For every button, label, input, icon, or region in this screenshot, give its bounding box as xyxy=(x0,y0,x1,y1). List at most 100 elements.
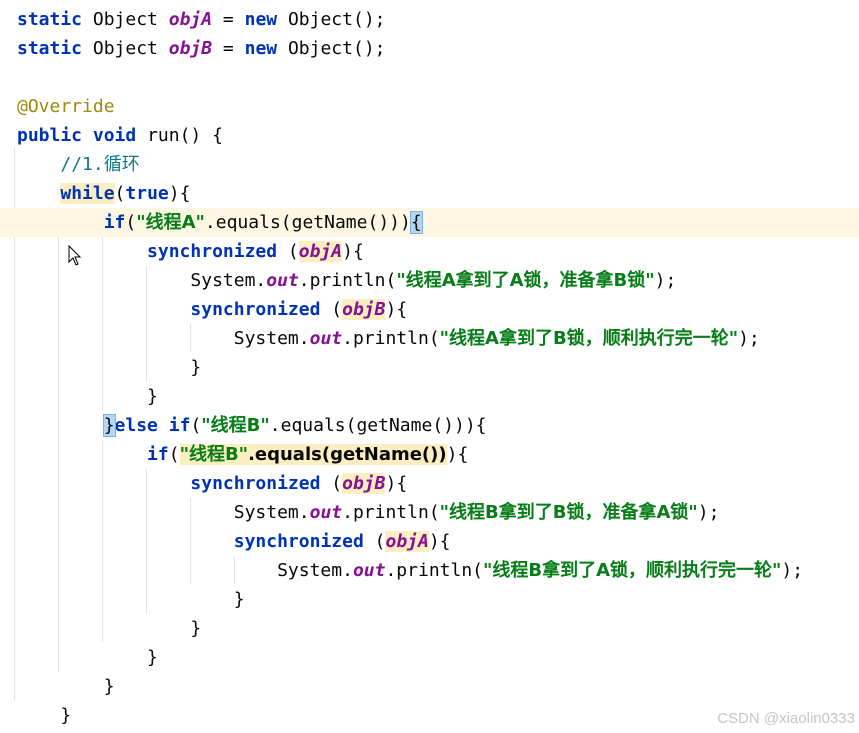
code-line[interactable]: static Object objA = new Object(); xyxy=(0,5,859,34)
indent-guide xyxy=(102,440,103,642)
mouse-pointer-icon xyxy=(68,245,82,266)
code-line[interactable]: while(true){ xyxy=(0,179,859,208)
code-text: } xyxy=(17,672,115,701)
code-text: System.out.println("线程A拿到了B锁，顺利执行完一轮"); xyxy=(17,324,760,353)
code-token-plain: .println( xyxy=(298,270,397,291)
code-line[interactable]: } xyxy=(0,585,859,614)
code-token-plain: ( xyxy=(190,415,202,436)
code-line[interactable]: synchronized (objB){ xyxy=(0,295,859,324)
code-token-plain xyxy=(17,183,60,204)
code-token-string: "线程B拿到了B锁，准备拿A锁" xyxy=(439,502,698,523)
code-text: static Object objB = new Object(); xyxy=(17,34,386,63)
code-token-plain: .println( xyxy=(342,502,440,523)
code-token-string: "线程A拿到了B锁，顺利执行完一轮" xyxy=(439,328,739,349)
string-literal: "线程B".equals(getName()) xyxy=(179,444,447,465)
code-token-plain: { xyxy=(409,211,423,234)
code-line[interactable]: static Object objB = new Object(); xyxy=(0,34,859,63)
code-token-kw: new xyxy=(244,9,278,30)
code-text: } xyxy=(17,382,158,411)
code-line[interactable]: } xyxy=(0,382,859,411)
code-token-comment-doc: //1. xyxy=(60,154,104,175)
code-token-plain xyxy=(17,212,104,233)
code-line[interactable]: synchronized (objA){ xyxy=(0,237,859,266)
code-token-static-field: out xyxy=(352,560,386,581)
code-token-kw: synchronized xyxy=(147,241,278,262)
code-token-kw: true xyxy=(125,183,169,204)
code-text: synchronized (objA){ xyxy=(17,527,451,556)
code-line[interactable]: } xyxy=(0,701,859,730)
code-token-plain: System. xyxy=(17,270,267,291)
code-token-kw: if xyxy=(147,444,169,465)
code-token-plain: ){ xyxy=(342,241,364,262)
code-token-plain xyxy=(17,154,60,175)
code-token-plain: } xyxy=(17,676,115,697)
code-text: } xyxy=(17,701,71,730)
indent-guide xyxy=(146,266,147,382)
code-token-kw: else xyxy=(114,415,158,436)
code-line[interactable]: } xyxy=(0,614,859,643)
code-token-static-field: out xyxy=(309,502,343,523)
code-token-string: "线程A" xyxy=(136,212,205,233)
code-line[interactable]: System.out.println("线程A拿到了B锁，顺利执行完一轮"); xyxy=(0,324,859,353)
code-token-plain: ( xyxy=(277,241,299,262)
code-token-kw: new xyxy=(244,38,278,59)
code-line[interactable]: synchronized (objB){ xyxy=(0,469,859,498)
code-line[interactable]: synchronized (objA){ xyxy=(0,527,859,556)
code-token-plain: ); xyxy=(697,502,720,523)
code-token-plain: } xyxy=(17,589,245,610)
code-token-plain: Object xyxy=(82,38,169,59)
code-line[interactable]: @Override xyxy=(0,92,859,121)
code-text: synchronized (objB){ xyxy=(17,469,407,498)
code-line[interactable]: } xyxy=(0,353,859,382)
indent-guide xyxy=(234,556,235,584)
code-token-static-field: out xyxy=(266,270,299,291)
code-token-plain: } xyxy=(17,386,158,407)
code-token-kw: synchronized xyxy=(190,299,321,320)
code-token-string: "线程A拿到了A锁，准备拿B锁" xyxy=(396,270,655,291)
code-token-kw: synchronized xyxy=(190,473,321,494)
code-text: if("线程A".equals(getName())){ xyxy=(17,208,423,237)
code-line[interactable]: public void run() { xyxy=(0,121,859,150)
code-text: System.out.println("线程B拿到了A锁，顺利执行完一轮"); xyxy=(17,556,803,585)
code-token-kw: if xyxy=(103,212,126,233)
code-text: } xyxy=(17,353,201,382)
code-token-kw: static xyxy=(17,9,83,30)
code-token-plain: ){ xyxy=(428,531,451,552)
code-line[interactable]: System.out.println("线程B拿到了B锁，准备拿A锁"); xyxy=(0,498,859,527)
code-token-static-field: objA xyxy=(168,9,213,30)
code-token-plain xyxy=(17,444,147,465)
indent-guide xyxy=(190,324,191,352)
code-token-static-field: objA xyxy=(298,241,343,262)
code-line[interactable]: //1.循环 xyxy=(0,150,859,179)
code-line[interactable]: } xyxy=(0,643,859,672)
code-line[interactable]: } xyxy=(0,672,859,701)
code-line[interactable] xyxy=(0,63,859,92)
code-line[interactable]: }else if("线程B".equals(getName())){ xyxy=(0,411,859,440)
indent-guide xyxy=(102,236,103,410)
code-text: synchronized (objA){ xyxy=(17,237,364,266)
code-token-plain xyxy=(158,415,169,436)
code-token-plain: ){ xyxy=(385,299,408,320)
indent-guide xyxy=(146,468,147,614)
code-token-plain: = xyxy=(212,38,245,59)
code-line[interactable]: System.out.println("线程B拿到了A锁，顺利执行完一轮"); xyxy=(0,556,859,585)
code-line[interactable]: if("线程A".equals(getName())){ xyxy=(0,208,859,237)
code-token-plain: Object xyxy=(82,9,169,30)
code-token-plain xyxy=(17,299,190,320)
indent-guide xyxy=(14,148,15,700)
code-token-kw: synchronized xyxy=(233,531,364,552)
code-token-string: "线程B拿到了A锁，顺利执行完一轮" xyxy=(483,560,782,581)
code-token-plain: ( xyxy=(114,183,126,204)
code-line[interactable]: System.out.println("线程A拿到了A锁，准备拿B锁"); xyxy=(0,266,859,295)
code-token-annotation: @Override xyxy=(17,96,115,117)
code-line[interactable]: if("线程B".equals(getName())){ xyxy=(0,440,859,469)
code-token-plain: Object(); xyxy=(277,38,386,59)
code-text: synchronized (objB){ xyxy=(17,295,407,324)
indent-guide xyxy=(190,498,191,584)
code-token-plain xyxy=(82,125,93,146)
code-text: @Override xyxy=(17,92,115,121)
code-token-plain: .equals(getName())){ xyxy=(269,415,487,436)
code-token-plain: } xyxy=(17,647,158,668)
code-token-plain: ( xyxy=(320,299,343,320)
